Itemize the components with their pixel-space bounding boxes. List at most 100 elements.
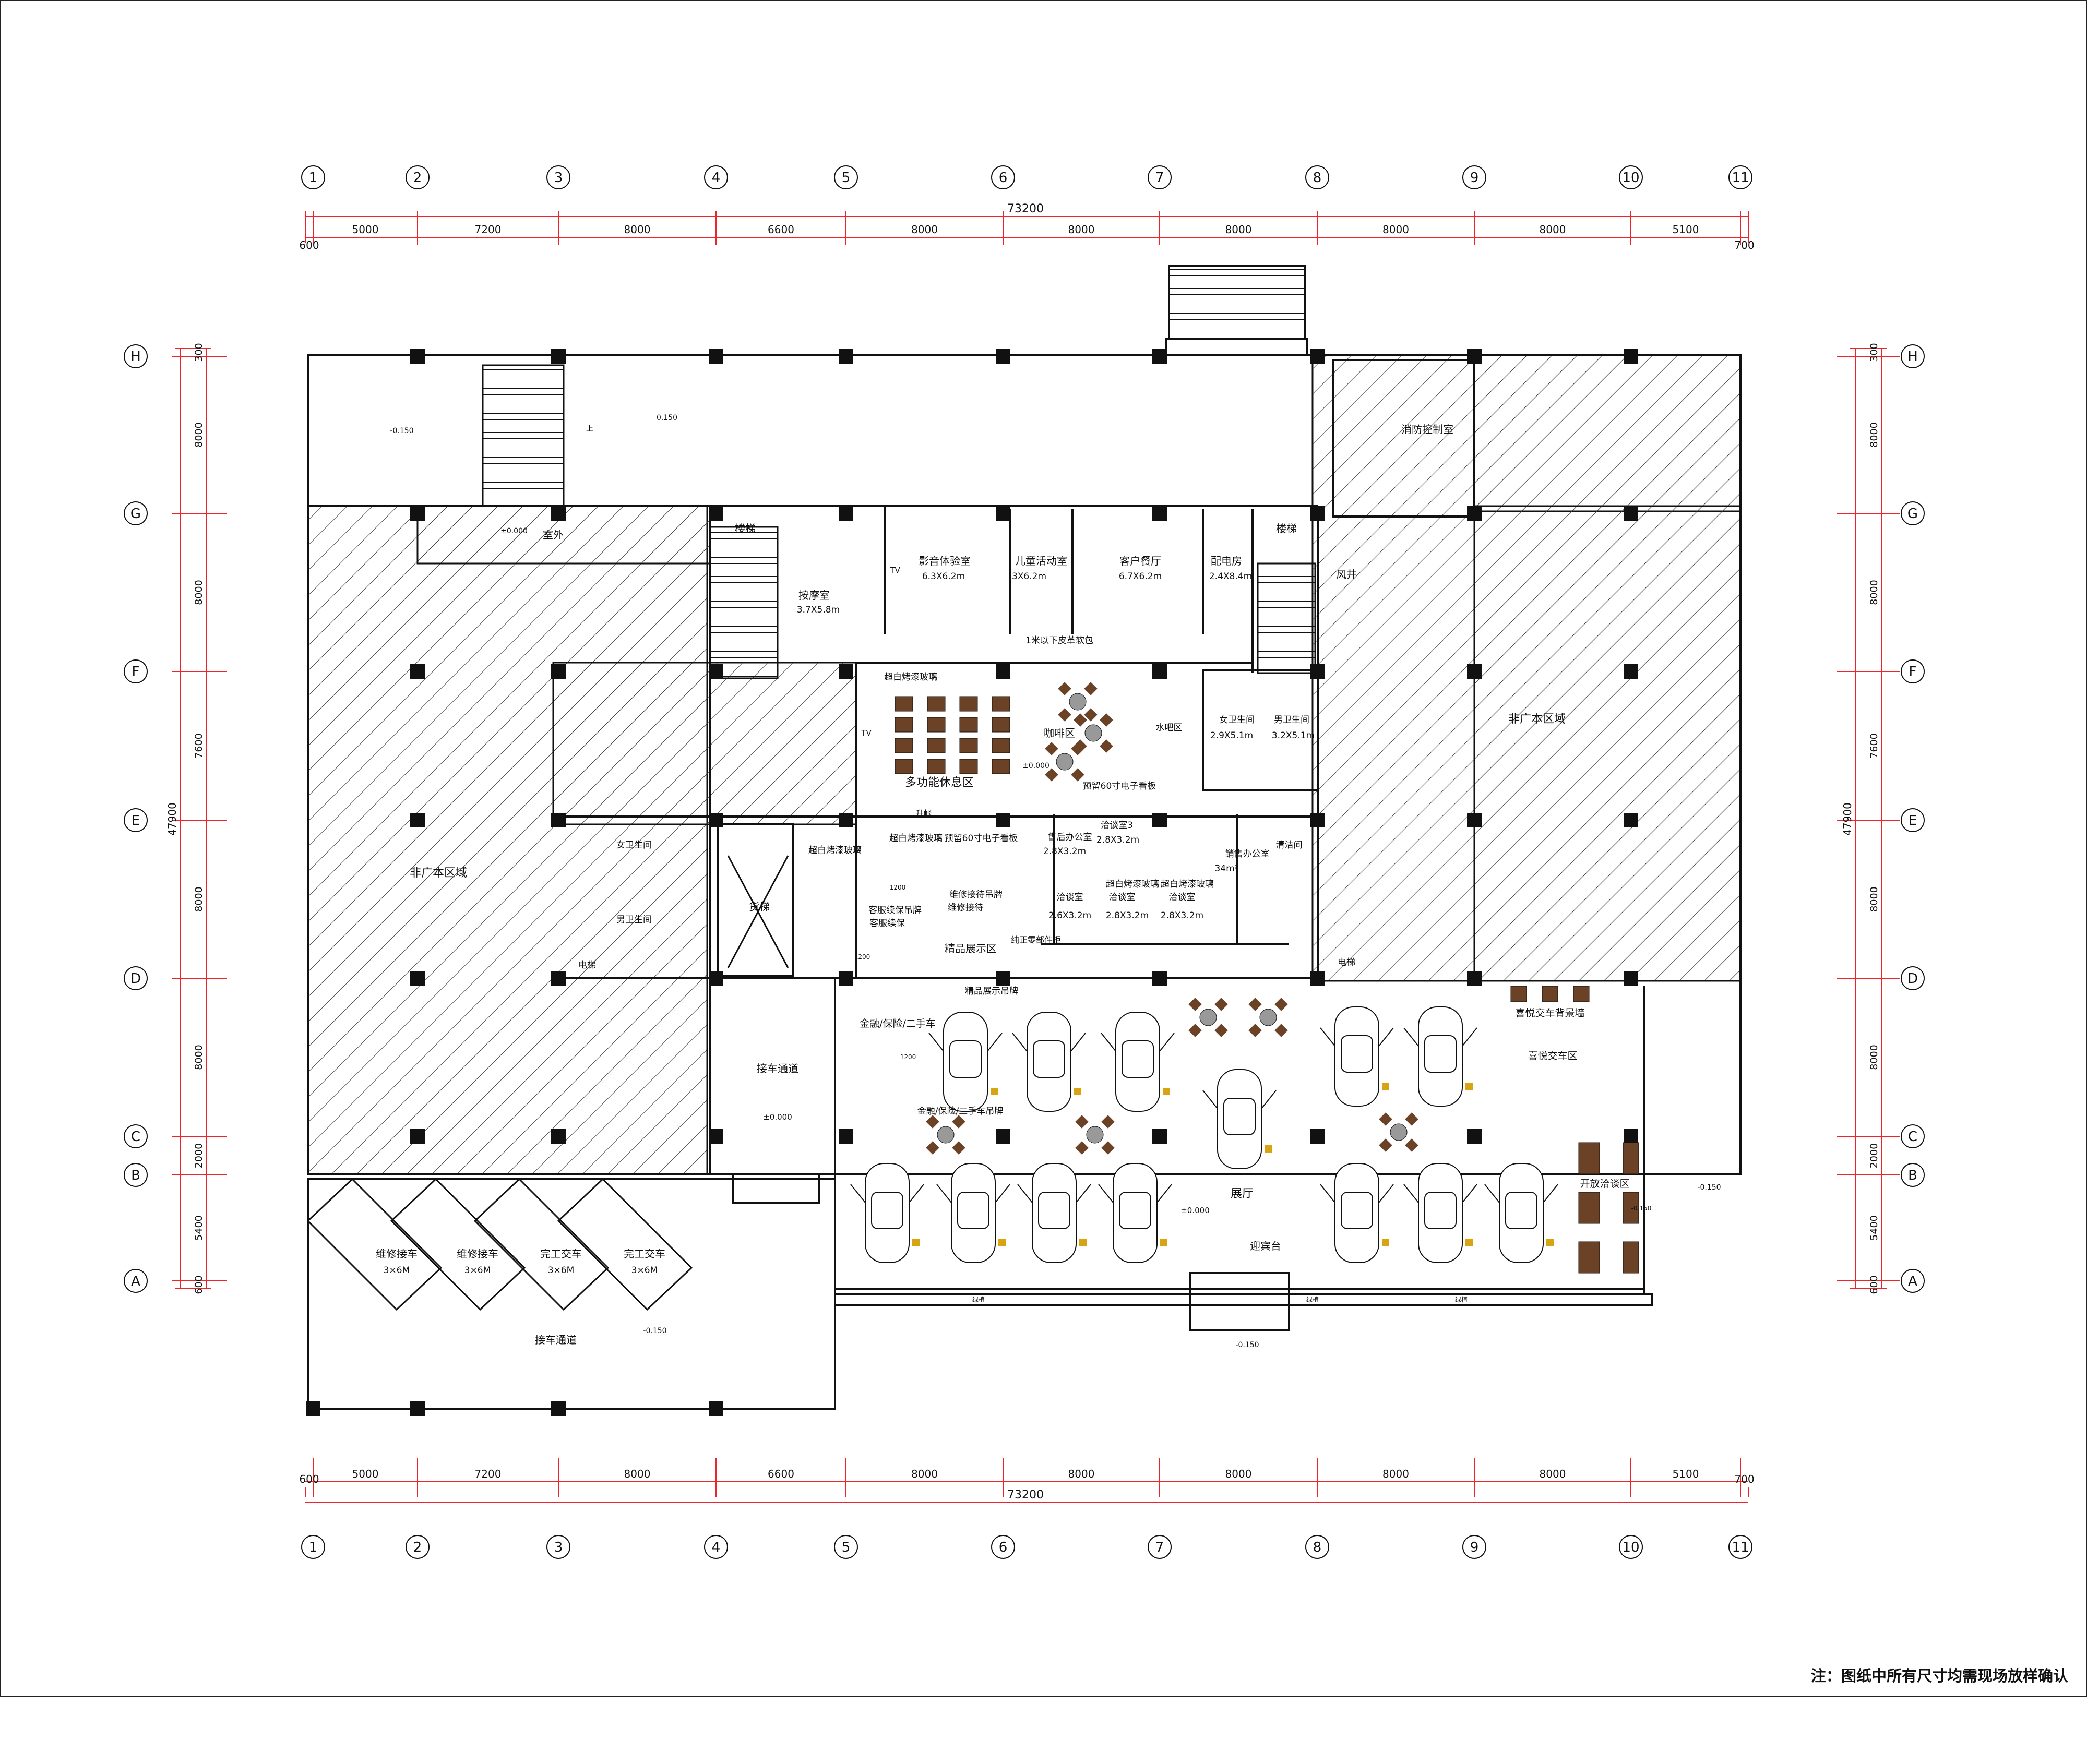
lounge-chair (895, 759, 913, 774)
label-aftersale-size: 2.8X3.2m (1043, 846, 1086, 857)
label-elev-pos: 0.150 (657, 414, 677, 422)
dim-span-label: 8000 (1868, 1045, 1880, 1070)
grid-bubble (124, 1269, 148, 1293)
label-wc-m1-size: 3.2X5.1m (1272, 730, 1315, 741)
grid-bubble (1462, 165, 1486, 189)
structural-column (839, 664, 853, 679)
lounge-chair (1578, 1192, 1600, 1224)
structural-column (1310, 664, 1325, 679)
structural-column (839, 506, 853, 521)
label-pickup-elev: ±0.000 (763, 1112, 792, 1122)
label-elev-neg2: -0.150 (643, 1327, 666, 1335)
dim-total-label: 47900 (166, 802, 178, 836)
lounge-chair (959, 738, 978, 753)
dim-span-label: 5100 (1673, 223, 1699, 236)
label-glass4: 超白烤漆玻璃 (1106, 879, 1159, 890)
lounge-chair (1623, 1142, 1639, 1174)
structural-column (1152, 506, 1167, 521)
dim-total-label: 73200 (1007, 202, 1044, 215)
lounge-chair (927, 759, 946, 774)
structural-column (709, 349, 723, 364)
grid-bubble (1901, 501, 1925, 525)
dim-span-label: 5100 (1673, 1468, 1699, 1480)
grid-bubble (1619, 165, 1643, 189)
structural-column (1310, 349, 1325, 364)
label-tv-board: 预留60寸电子看板 (1083, 781, 1156, 791)
freight-elevator (727, 855, 789, 968)
dim-span-label: 8000 (624, 223, 651, 236)
label-delivery: 喜悦交车区 (1528, 1050, 1577, 1062)
grid-bubble (124, 1124, 148, 1148)
grid-column-label: 9 (1470, 170, 1479, 186)
car-model (1101, 1012, 1175, 1112)
grid-bubble (301, 1535, 325, 1559)
structural-column (306, 1401, 320, 1416)
dim-span-label: 8000 (193, 580, 205, 605)
label-reception: 维修接待 (948, 903, 983, 913)
dim-span-label: 5000 (352, 223, 379, 236)
label-nego-a: 洽谈室 (1057, 892, 1083, 903)
grid-bubble (704, 1535, 728, 1559)
hatched-areas (307, 354, 1742, 1175)
car-model (1403, 1006, 1477, 1107)
label-elev-neg5: -0.150 (1631, 1205, 1652, 1212)
label-glass1: 超白烤漆玻璃 (884, 672, 937, 682)
label-outdoor: 室外 (543, 529, 564, 541)
structural-column (1310, 1129, 1325, 1144)
label-finance: 金融/保险/二手车 (860, 1018, 936, 1029)
structural-column (996, 506, 1010, 521)
label-nego-a-size: 2.6X3.2m (1048, 910, 1091, 921)
car-model (1484, 1163, 1558, 1263)
lounge-chairs (895, 696, 1639, 1274)
grid-bubble (1901, 659, 1925, 683)
grid-column-label: 11 (1732, 170, 1749, 186)
structural-column (1624, 664, 1638, 679)
walls (307, 265, 1742, 1410)
lounge-chair (895, 717, 913, 733)
grid-bubble (1728, 1535, 1752, 1559)
structural-column (996, 664, 1010, 679)
grid-column-label: 1 (309, 1540, 318, 1555)
label-up-arrow: 上 (586, 425, 593, 433)
grid-bubble (1305, 1535, 1329, 1559)
dim-span-label: 700 (1734, 239, 1754, 251)
car-model (1320, 1163, 1394, 1263)
structural-column (410, 971, 425, 986)
label-planter: 绿植 (972, 1295, 985, 1303)
label-wc-m2: 男卫生间 (616, 915, 652, 925)
label-reception-sign: 维修接待吊牌 (949, 890, 1003, 900)
grid-row-label: A (131, 1274, 140, 1289)
label-massage: 按摩室 (798, 589, 830, 602)
grid-column-label: 5 (842, 170, 851, 186)
label-wind-shaft: 风井 (1336, 568, 1357, 581)
grid-bubble (546, 1535, 570, 1559)
label-bottom-channel: 接车通道 (535, 1334, 577, 1346)
structural-column (1467, 664, 1482, 679)
dim-span-label: 600 (299, 239, 319, 251)
label-pickup-channel: 接车通道 (757, 1062, 798, 1075)
lounge-chair (1578, 1241, 1600, 1274)
grid-bubble (124, 808, 148, 832)
structural-column (709, 506, 723, 521)
dim-span-label: 8000 (193, 1045, 205, 1070)
grid-column-label: 5 (842, 1540, 851, 1555)
stairs-top-left (482, 364, 1316, 679)
dim-span-label: 8000 (1540, 1468, 1566, 1480)
dim-span-label: 600 (299, 1473, 319, 1485)
structural-column (410, 664, 425, 679)
grid-column-label: 2 (413, 1540, 422, 1555)
round-table (1058, 682, 1098, 722)
label-stairs-left: 楼梯 (735, 522, 756, 535)
grid-row-label: F (132, 664, 140, 680)
label-showroom: 展厅 (1231, 1187, 1254, 1201)
grid-column-label: 6 (999, 170, 1008, 186)
grid-row-label: B (1908, 1168, 1917, 1183)
dim-span-label: 600 (1868, 1275, 1880, 1294)
label-service: 客服续保 (869, 918, 905, 929)
label-aftersale: 售后办公室 (1048, 832, 1092, 843)
label-dining-size: 6.7X6.2m (1119, 571, 1162, 582)
label-done1-size: 3×6M (548, 1265, 575, 1276)
dim-span-label: 8000 (1382, 1468, 1409, 1480)
dim-span-label: 8000 (1225, 1468, 1252, 1480)
label-power-size: 2.4X8.4m (1209, 571, 1252, 582)
